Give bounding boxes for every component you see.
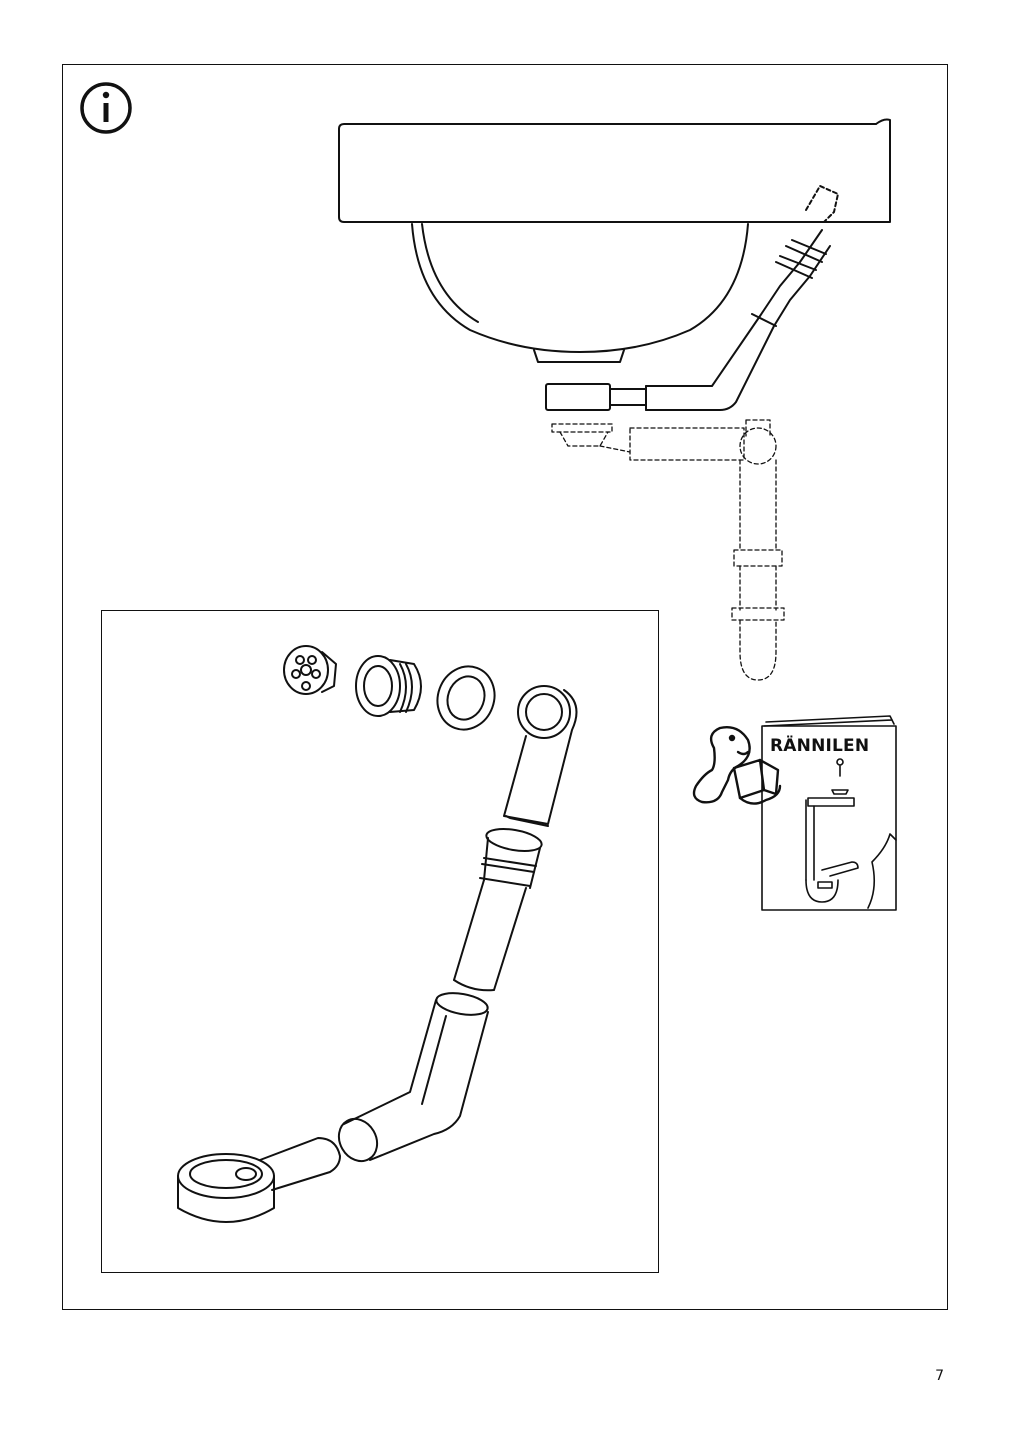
reader-character-icon (692, 726, 782, 805)
reference-booklet-graphic (761, 715, 897, 911)
connecting-pipe-icon (453, 828, 543, 992)
gasket-ring-icon (436, 665, 496, 731)
drain-flange-icon (355, 655, 422, 717)
page-number: 7 (935, 1368, 944, 1384)
parts-inset-frame (101, 610, 659, 1273)
grid-nut-icon (283, 645, 337, 695)
booklet-title: RÄNNILEN (770, 736, 870, 756)
exploded-parts-diagram (177, 645, 578, 1223)
info-icon (80, 82, 132, 134)
washbasin-illustration (338, 118, 891, 411)
instruction-frame (62, 64, 948, 1310)
drain-bowl-icon (177, 1137, 341, 1223)
overflow-elbow-icon (503, 685, 578, 827)
dashed-trap-outline (551, 419, 785, 681)
angled-pipe-icon (337, 992, 489, 1163)
